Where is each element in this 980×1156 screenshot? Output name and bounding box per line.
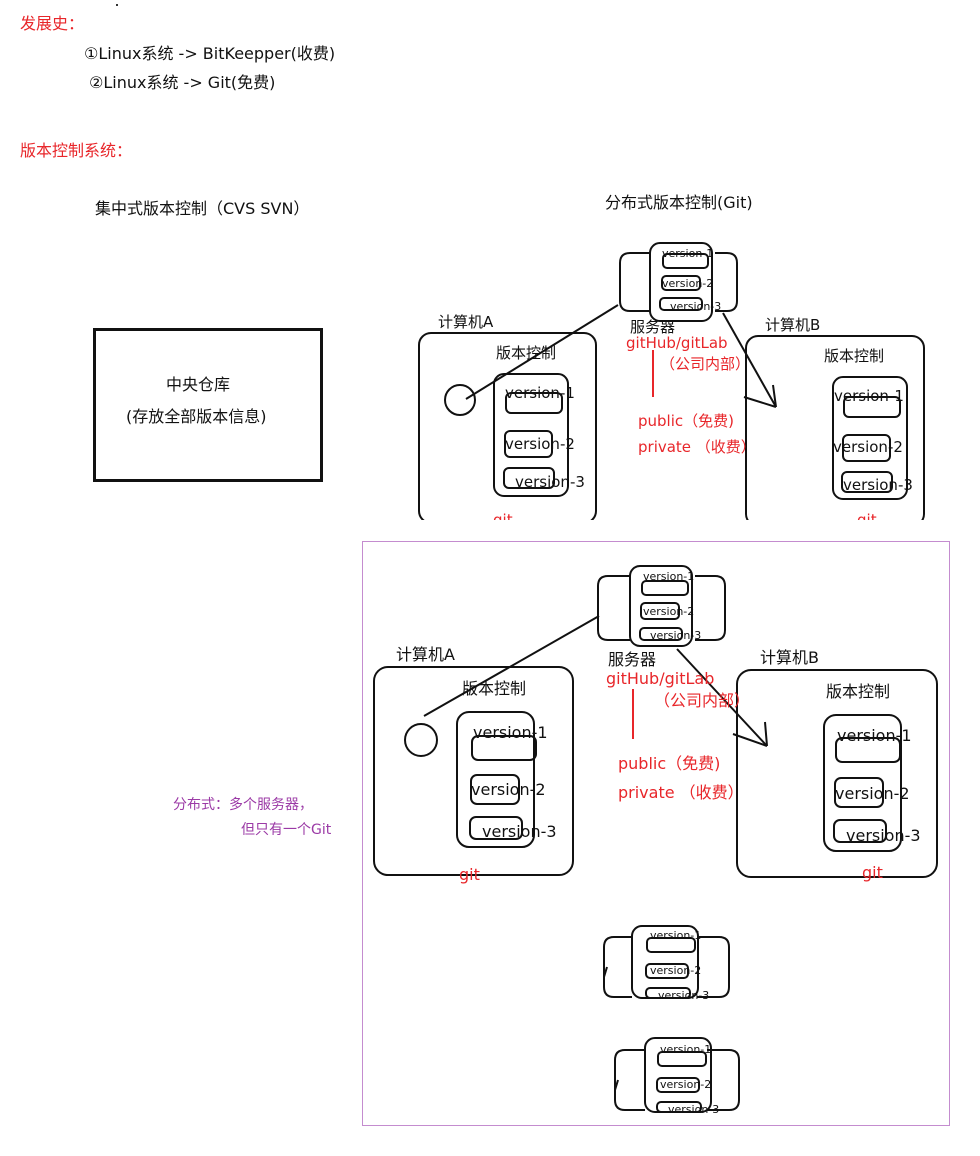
distributed-frame	[362, 541, 950, 1126]
a2-version-2: version-2	[471, 780, 546, 799]
b2-version-1: version-1	[837, 726, 912, 745]
srv4-version-1: version-1	[660, 1043, 711, 1056]
link-server-to-a	[465, 304, 619, 400]
note-line-2: 但只有一个Git	[241, 822, 332, 838]
git-label-b: git	[857, 511, 877, 520]
b2-version-3: version-3	[846, 826, 921, 845]
srv-version-2: version-2	[662, 277, 713, 290]
b-version-2: version-2	[833, 438, 903, 456]
link-server-to-b	[722, 312, 777, 408]
git-label-a: git	[493, 511, 513, 520]
history-heading: 发展史：	[20, 14, 85, 33]
private-label: private （收费）	[638, 438, 756, 456]
srv4-version-2: version-2	[660, 1078, 711, 1091]
computer-a-label-2: 计算机A	[396, 645, 455, 664]
public-label-2: public（免费)	[618, 754, 720, 773]
srv3-version-2: version-2	[650, 964, 701, 977]
srv2-version-3: version-3	[650, 629, 701, 642]
srv2-version-2: version-2	[643, 605, 694, 618]
note-line-1: 分布式：多个服务器，	[173, 797, 313, 813]
private-label-2: private （收费）	[618, 783, 744, 802]
git-label-a-2: git	[459, 865, 480, 884]
b2-version-2: version-2	[835, 784, 910, 803]
vcs-heading: 版本控制系统：	[20, 141, 133, 160]
vc-label-a: 版本控制	[496, 344, 556, 362]
a-version-2: version-2	[505, 435, 575, 453]
srv2-version-1: version-1	[643, 570, 694, 583]
computer-a-label: 计算机A	[438, 313, 494, 331]
computer-b-label: 计算机B	[765, 316, 820, 334]
history-item-1: ①Linux系统 -> BitKeepper(收费)	[84, 44, 336, 63]
a2-version-1: version-1	[473, 723, 548, 742]
server-internal: （公司内部）	[660, 355, 750, 373]
server-bracket	[619, 252, 650, 312]
history-item-2: ②Linux系统 -> Git(免费)	[89, 73, 276, 92]
computer-a-box	[418, 332, 597, 520]
computer-b-label-2: 计算机B	[760, 648, 819, 667]
b-version-1: version-1	[834, 387, 904, 405]
a-version-3: version-3	[515, 473, 585, 491]
server-label: 服务器	[630, 318, 675, 336]
public-label: public（免费)	[638, 412, 734, 430]
srv3-version-3: version-3	[658, 989, 709, 1002]
vc-label-b: 版本控制	[824, 347, 884, 365]
distributed-diagram-bottom: version-1 version-2 version-3 version-1 …	[373, 565, 938, 1116]
server-label-2: 服务器	[608, 650, 656, 669]
stray-dot	[116, 4, 118, 6]
distributed-diagram-top: version-1 version-2 version-3 计算机A 服务器 计…	[418, 242, 925, 520]
computer-a-circle	[444, 384, 476, 416]
central-repository-box: 中央仓库 (存放全部版本信息)	[93, 328, 323, 482]
server-hosts: gitHub/gitLab	[626, 334, 728, 352]
server-internal-2: （公司内部）	[654, 691, 750, 710]
srv-version-1: version-1	[662, 247, 713, 260]
vc-label-b-2: 版本控制	[826, 682, 890, 701]
a-version-1: version-1	[505, 384, 575, 402]
a2-version-3: version-3	[482, 822, 557, 841]
b-version-3: version-3	[843, 476, 913, 494]
git-label-b-2: git	[862, 863, 883, 882]
srv3-version-1: version-1	[650, 929, 701, 942]
central-repo-label: 中央仓库	[166, 375, 231, 394]
server-hosts-2: gitHub/gitLab	[606, 669, 714, 688]
computer-b-box	[745, 335, 925, 520]
server-bracket-right	[715, 252, 738, 312]
srv-version-3: version-3	[670, 300, 721, 313]
centralized-title: 集中式版本控制（CVS SVN）	[95, 199, 310, 218]
srv4-version-3: version-3	[668, 1103, 719, 1116]
vc-label-a-2: 版本控制	[462, 679, 526, 698]
central-repo-desc: (存放全部版本信息)	[126, 407, 267, 426]
server-box	[649, 242, 713, 322]
distributed-title: 分布式版本控制(Git)	[605, 193, 753, 212]
